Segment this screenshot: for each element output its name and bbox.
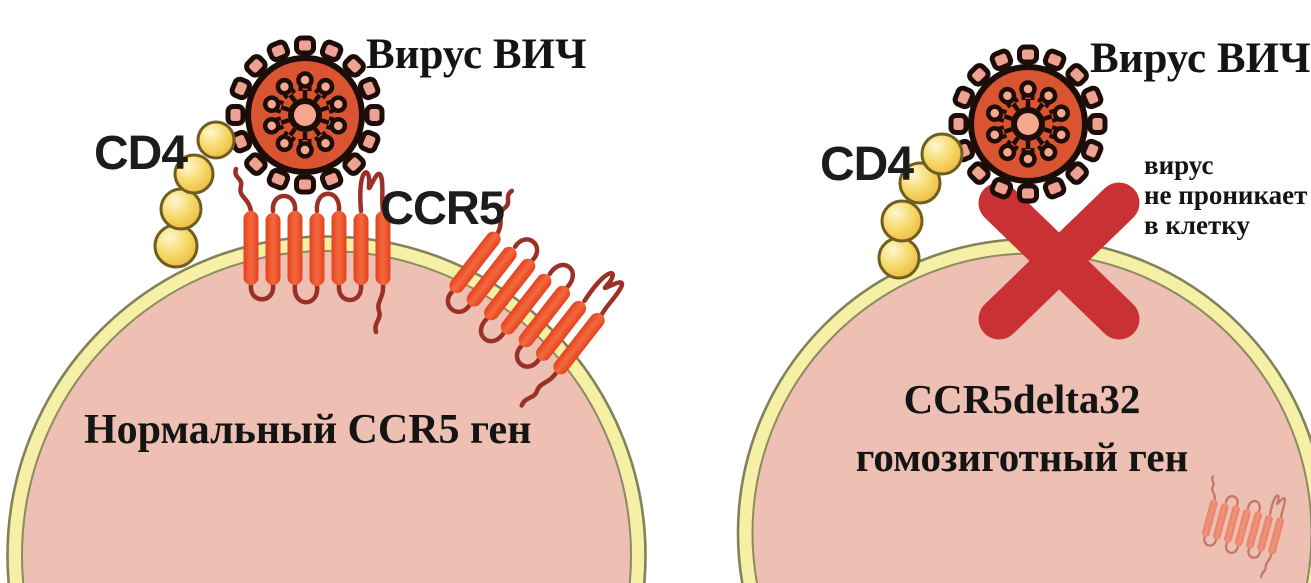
virus-blocked-note-line3: в клетку	[1144, 210, 1250, 240]
virus-blocked-note-line1: вирус	[1144, 150, 1214, 180]
virus-blocked-note-line2: не проникает	[1144, 180, 1308, 210]
cd4-receptor-icon-right	[877, 132, 964, 280]
virus-blocked-note: вирус не проникает в клетку	[1144, 150, 1307, 240]
right-cd4-label: CD4	[820, 138, 914, 191]
blocked-cross-icon	[978, 182, 1140, 340]
right-cell-label-line1: CCR5delta32	[903, 376, 1141, 422]
hiv-virus-icon-right	[951, 47, 1105, 201]
right-cell-label-line2: гомозиготный ген	[855, 434, 1189, 480]
left-cd4-label: CD4	[94, 127, 188, 180]
right-virus-label: Вирус ВИЧ	[1090, 35, 1311, 82]
left-cell-label: Нормальный CCR5 ген	[84, 407, 532, 453]
hiv-virus-icon-left	[228, 38, 382, 192]
left-virus-label: Вирус ВИЧ	[366, 31, 587, 78]
left-ccr5-label: CCR5	[380, 181, 505, 234]
cd4-receptor-icon-left	[153, 120, 236, 269]
